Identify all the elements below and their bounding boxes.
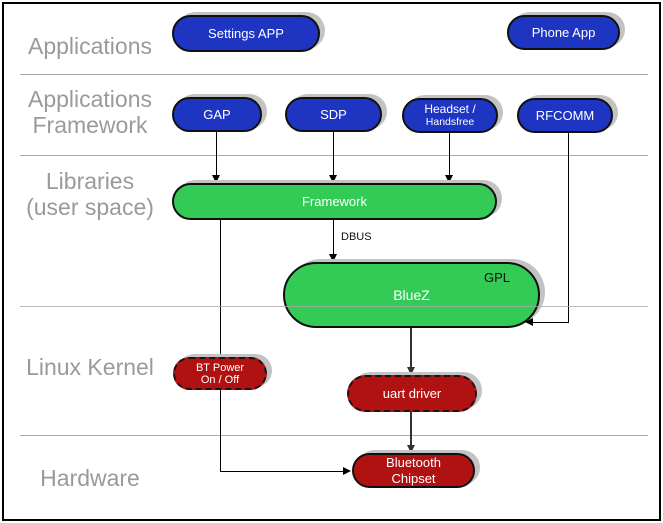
divider-applications-framework [20, 74, 648, 75]
node-label-line: Headset / [424, 102, 476, 116]
arrowhead-bluez-uart [407, 367, 415, 375]
edge-headset-to-framework [449, 133, 450, 183]
node-uart-driver: uart driver [347, 375, 477, 412]
divider-kernel-hardware [20, 435, 648, 436]
edge-framework-to-chipset-horizontal [220, 471, 347, 472]
gpl-badge: GPL [483, 270, 510, 285]
edge-gap-to-framework [216, 132, 217, 183]
arrowhead-sdp-framework [329, 175, 337, 183]
node-bt-power: BT Power On / Off [173, 357, 267, 390]
arrowhead-rfcomm-bluez [525, 318, 533, 326]
divider-libraries-kernel [20, 306, 648, 307]
layer-label-line: Applications [27, 86, 153, 112]
layer-label-line: (user space) [26, 194, 154, 220]
node-gap: GAP [172, 97, 262, 132]
edge-framework-to-chipset-vertical [220, 220, 221, 471]
node-label-line: BT Power [195, 361, 245, 374]
layer-label-libraries: Libraries (user space) [15, 168, 165, 220]
layer-label-linux-kernel: Linux Kernel [26, 354, 154, 380]
edge-framework-to-bluez-dbus [333, 220, 334, 262]
divider-framework-libraries [20, 155, 648, 156]
edge-bluez-to-uart [410, 328, 412, 375]
arrowhead-gap-framework [212, 175, 220, 183]
arrowhead-uart-chipset [407, 445, 415, 453]
node-rfcomm: RFCOMM [517, 98, 613, 133]
arrowhead-dbus-bluez [329, 254, 337, 262]
node-sdp: SDP [285, 97, 382, 132]
node-label-line: On / Off [200, 373, 240, 386]
arrowhead-headset-framework [445, 175, 453, 183]
edge-uart-to-chipset [410, 412, 412, 453]
edge-rfcomm-to-bluez-vertical [568, 133, 569, 323]
node-label: BlueZ [393, 287, 430, 303]
node-settings-app: Settings APP [172, 15, 320, 52]
node-bluez: BlueZ GPL [283, 262, 540, 328]
layer-label-applications: Applications [27, 33, 153, 59]
node-label-line: Handsfree [425, 116, 475, 128]
node-label-line: Bluetooth [386, 454, 441, 470]
edge-label-dbus: DBUS [341, 231, 372, 243]
edge-sdp-to-framework [333, 132, 334, 183]
layer-label-line: Framework [32, 112, 148, 138]
arrowhead-framework-chipset [343, 467, 351, 475]
node-headset-handsfree: Headset / Handsfree [402, 98, 498, 133]
node-label-line: Chipset [391, 470, 436, 486]
layer-label-line: Libraries [45, 168, 135, 194]
node-phone-app: Phone App [507, 15, 620, 50]
layer-label-hardware: Hardware [40, 465, 140, 491]
node-framework: Framework [172, 183, 497, 220]
edge-rfcomm-to-bluez-horizontal [527, 322, 569, 323]
node-bluetooth-chipset: Bluetooth Chipset [352, 453, 475, 488]
layer-label-applications-framework: Applications Framework [15, 86, 165, 138]
